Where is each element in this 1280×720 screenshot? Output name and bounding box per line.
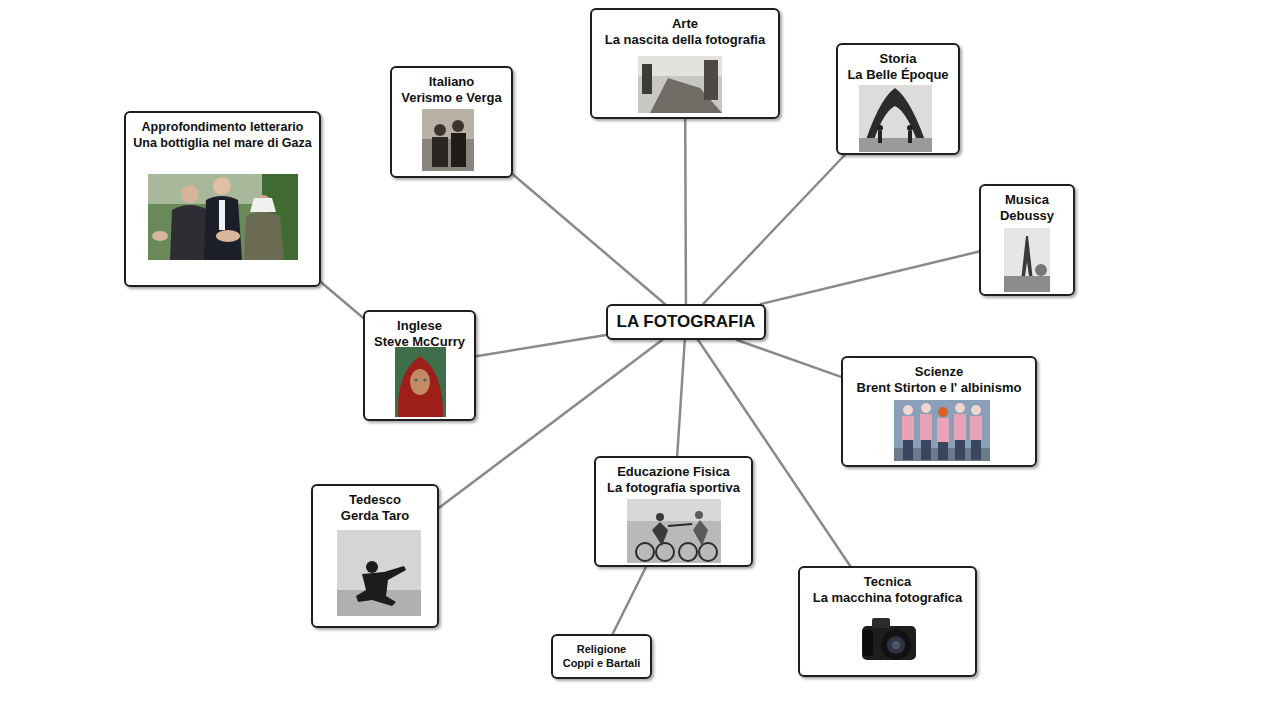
connector-stroke [677,340,685,456]
text-group: ItalianoVerismo e Verga [397,74,506,106]
text-group: LA FOTOGRAFIA [617,312,756,332]
subject-heading: Storia [843,51,953,67]
topic-text: Brent Stirton e l' albinismo [848,380,1030,396]
rooftop-photo [638,56,722,113]
topic-text: La macchina fotografica [805,590,970,606]
topic-box: TecnicaLa macchina fotografica [798,566,977,677]
connector-stroke [476,335,606,356]
connector-stroke [698,340,850,566]
central-topic: LA FOTOGRAFIA [606,304,766,340]
camera-photo [858,608,925,667]
text-group: MusicaDebussy [986,192,1068,224]
connector-stroke [613,567,646,634]
topic-box: Approfondimento letterarioUna bottiglia … [124,111,321,287]
subject-heading: LA FOTOGRAFIA [617,312,756,332]
war-photo [337,530,421,616]
text-group: ArteLa nascita della fotografia [597,16,773,48]
text-group: TedescoGerda Taro [318,492,432,524]
topic-text: La nascita della fotografia [597,32,773,48]
topic-text: Una bottiglia nel mare di Gaza [131,135,314,151]
topic-text: Steve McCurry [370,334,469,350]
topic-box: ArteLa nascita della fotografia [590,8,780,119]
connector-line [698,340,850,566]
paris-photo [1004,228,1050,292]
subject-heading: Tedesco [318,492,432,508]
topic-box: ScienzeBrent Stirton e l' albinismo [841,356,1037,467]
connector-line [703,155,845,304]
connector-stroke [703,155,845,304]
handshake-photo [148,174,298,260]
text-group: StoriaLa Belle Époque [843,51,953,83]
text-group: IngleseSteve McCurry [370,318,469,350]
subject-heading: Religione [558,642,645,656]
subject-heading: Educazione Fisica [601,464,746,480]
connector-line [513,174,665,304]
topic-text: Gerda Taro [318,508,432,524]
subject-heading: Tecnica [805,574,970,590]
topic-box: StoriaLa Belle Époque [836,43,960,155]
connector-stroke [761,252,979,304]
connector-line [321,282,363,317]
connector-stroke [321,282,363,317]
portrait-photo [395,347,446,417]
connector-stroke [737,340,841,377]
topic-box: IngleseSteve McCurry [363,310,476,421]
eiffel-photo [859,85,932,152]
topic-box: ItalianoVerismo e Verga [390,66,513,178]
text-group: ReligioneCoppi e Bartali [558,642,645,670]
topic-box: MusicaDebussy [979,184,1075,296]
subject-heading: Italiano [397,74,506,90]
topic-box: TedescoGerda Taro [311,484,439,628]
connector-line [613,567,646,634]
connector-stroke [684,119,687,304]
connector-stroke [513,174,665,304]
subject-heading: Musica [986,192,1068,208]
topic-text: Verismo e Verga [397,90,506,106]
topic-box: Educazione FisicaLa fotografia sportiva [594,456,753,567]
connector-line [685,119,687,304]
group-photo [894,400,990,461]
connector-line [761,252,979,304]
portrait-photo [422,109,474,171]
subject-heading: Arte [597,16,773,32]
subject-heading: Approfondimento letterario [131,119,314,135]
connector-line [737,340,841,377]
cycling-photo [627,499,721,563]
subject-heading: Scienze [848,364,1030,380]
topic-text: La Belle Époque [843,67,953,83]
topic-text: Debussy [986,208,1068,224]
connector-line [476,335,606,356]
topic-text: La fotografia sportiva [601,480,746,496]
connector-line [677,340,685,456]
topic-box: ReligioneCoppi e Bartali [551,634,652,679]
topic-text: Coppi e Bartali [558,656,645,670]
text-group: ScienzeBrent Stirton e l' albinismo [848,364,1030,396]
text-group: Approfondimento letterarioUna bottiglia … [131,119,314,151]
subject-heading: Inglese [370,318,469,334]
text-group: TecnicaLa macchina fotografica [805,574,970,606]
text-group: Educazione FisicaLa fotografia sportiva [601,464,746,496]
